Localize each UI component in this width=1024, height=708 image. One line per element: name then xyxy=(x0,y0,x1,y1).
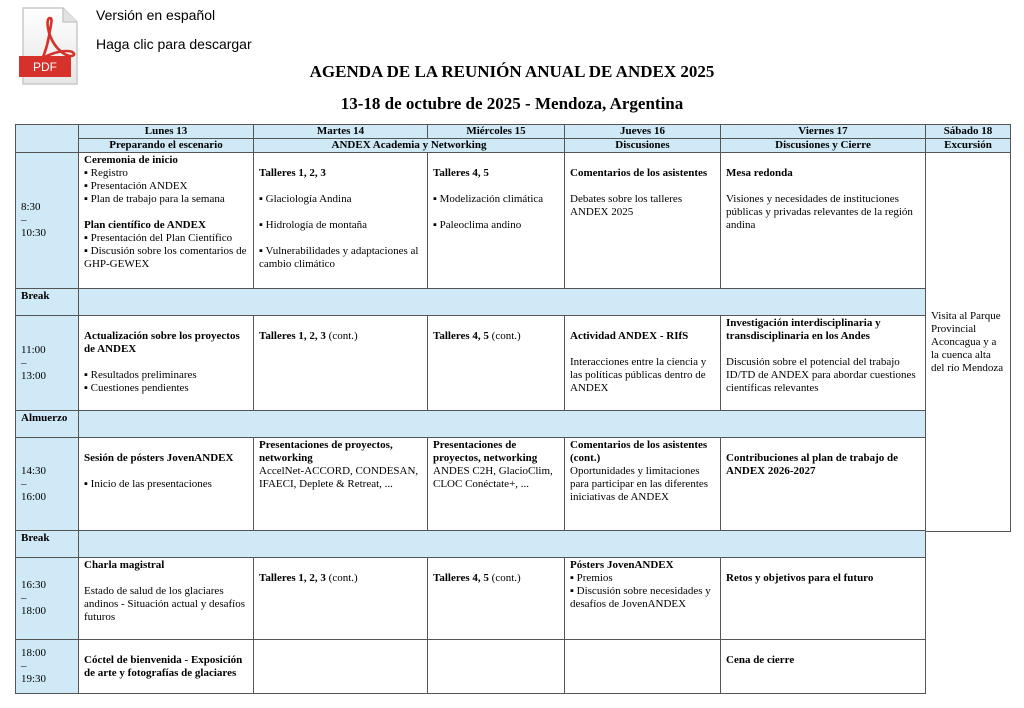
s5-tue-cell xyxy=(253,639,428,694)
lunch-label: Almuerzo xyxy=(15,410,79,438)
theme-fri: Discusiones y Cierre xyxy=(720,138,926,153)
s2-mon-cell: Actualización sobre los proyectos de AND… xyxy=(78,315,254,411)
day-header-sat: Sábado 18 xyxy=(925,124,1011,139)
page-subtitle: 13-18 de octubre de 2025 - Mendoza, Arge… xyxy=(340,94,684,113)
s4-mon-cell: Charla magistral Estado de salud de los … xyxy=(78,557,254,640)
session-row-3: 14:30–16:00 Sesión de pósters JovenANDEX… xyxy=(15,437,1011,532)
s3-tue-cell: Presentaciones de proyectos, networking … xyxy=(253,437,428,532)
break-row-2: Break xyxy=(15,530,1011,694)
day-header-wed: Miércoles 15 xyxy=(427,124,565,139)
s2-fri-cell: Investigación interdisciplinaria y trans… xyxy=(720,315,926,411)
time-slot-3: 14:30–16:00 xyxy=(15,437,79,532)
lunch-fill xyxy=(78,410,926,438)
time-slot-4: 16:30–18:00 xyxy=(15,557,79,640)
svg-text:PDF: PDF xyxy=(33,60,57,74)
saturday-excursion-cell: Visita al Parque Provincial Aconcagua y … xyxy=(925,152,1011,532)
theme-mon: Preparando el escenario xyxy=(78,138,254,153)
header-corner xyxy=(15,124,79,153)
s2-tue-cell: Talleres 1, 2, 3 (cont.) xyxy=(253,315,428,411)
break-fill-1 xyxy=(78,288,926,316)
theme-tue-wed: ANDEX Academia y Networking xyxy=(253,138,565,153)
s4-fri-cell: Retos y objetivos para el futuro xyxy=(719,557,927,640)
s1-wed-cell: Talleres 4, 5 ▪ Modelización climática ▪… xyxy=(427,152,565,289)
s4-thu-cell: Pósters JovenANDEX ▪ Premios ▪ Discusión… xyxy=(564,557,721,640)
s3-wed-cell: Presentaciones de proyectos, networking … xyxy=(427,437,565,532)
s1-thu-cell: Comentarios de los asistentes Debates so… xyxy=(564,152,721,289)
s1-fri-cell: Mesa redonda Visiones y necesidades de i… xyxy=(720,152,926,289)
s2-thu-cell: Actividad ANDEX - RIfS Interacciones ent… xyxy=(564,315,721,411)
s2-wed-cell: Talleres 4, 5 (cont.) xyxy=(427,315,565,411)
agenda-table-lower: Break 16:30–18:00 Charla magistral Estad… xyxy=(15,530,1011,694)
day-header-tue: Martes 14 xyxy=(253,124,428,139)
s4-wed-cell: Talleres 4, 5 (cont.) xyxy=(427,557,565,640)
time-slot-2: 11:00–13:00 xyxy=(15,315,79,411)
time-slot-1: 8:30–10:30 xyxy=(15,152,79,289)
s5-fri-cell: Cena de cierre xyxy=(719,639,927,694)
time-slot-5: 18:00–19:30 xyxy=(15,639,79,694)
s3-fri-cell: Contribuciones al plan de trabajo de AND… xyxy=(720,437,926,532)
break-label-1: Break xyxy=(15,288,79,316)
s5-wed-cell xyxy=(427,639,565,694)
s3-thu-cell: Comentarios de los asistentes (cont.) Op… xyxy=(564,437,721,532)
theme-header-row: Preparando el escenario ANDEX Academia y… xyxy=(16,138,1011,153)
session-row-1: 8:30–10:30 Ceremonia de inicio ▪ Registr… xyxy=(15,152,1011,532)
s4-tue-cell: Talleres 1, 2, 3 (cont.) xyxy=(253,557,428,640)
pdf-download-link[interactable]: PDF Versión en español Haga clic para de… xyxy=(15,2,275,94)
agenda-table: Lunes 13 Martes 14 Miércoles 15 Jueves 1… xyxy=(15,124,1011,532)
s3-mon-cell: Sesión de pósters JovenANDEX ▪ Inicio de… xyxy=(78,437,254,532)
break-row-1: Break xyxy=(15,288,1011,316)
day-header-row: Lunes 13 Martes 14 Miércoles 15 Jueves 1… xyxy=(15,124,1011,153)
theme-thu: Discusiones xyxy=(564,138,721,153)
s5-mon-cell: Cóctel de bienvenida - Exposición de art… xyxy=(78,639,254,694)
day-header-mon: Lunes 13 xyxy=(78,124,254,139)
saturday-blank xyxy=(925,530,1011,694)
session-row-5: 18:00–19:30 Cóctel de bienvenida - Expos… xyxy=(15,639,1011,694)
lunch-row: Almuerzo xyxy=(15,410,1011,438)
s1-mon-cell: Ceremonia de inicio ▪ Registro ▪ Present… xyxy=(78,152,254,289)
s5-thu-cell xyxy=(564,639,721,694)
day-header-fri: Viernes 17 xyxy=(720,124,926,139)
session-row-4: 16:30–18:00 Charla magistral Estado de s… xyxy=(15,557,1011,640)
theme-sat: Excursión xyxy=(925,138,1011,153)
s1-tue-cell: Talleres 1, 2, 3 ▪ Glaciología Andina ▪ … xyxy=(253,152,428,289)
break-label-2: Break xyxy=(15,530,79,558)
break-fill-2 xyxy=(77,530,927,558)
page-title: AGENDA DE LA REUNIÓN ANUAL DE ANDEX 2025 xyxy=(309,62,715,81)
session-row-2: 11:00–13:00 Actualización sobre los proy… xyxy=(15,315,1011,411)
download-label[interactable]: Haga clic para descargar xyxy=(96,36,252,52)
day-header-thu: Jueves 16 xyxy=(564,124,721,139)
pdf-file-icon: PDF xyxy=(19,7,78,85)
spanish-version-label[interactable]: Versión en español xyxy=(96,7,216,23)
saturday-excursion-text: Visita al Parque Provincial Aconcagua y … xyxy=(931,309,1004,374)
